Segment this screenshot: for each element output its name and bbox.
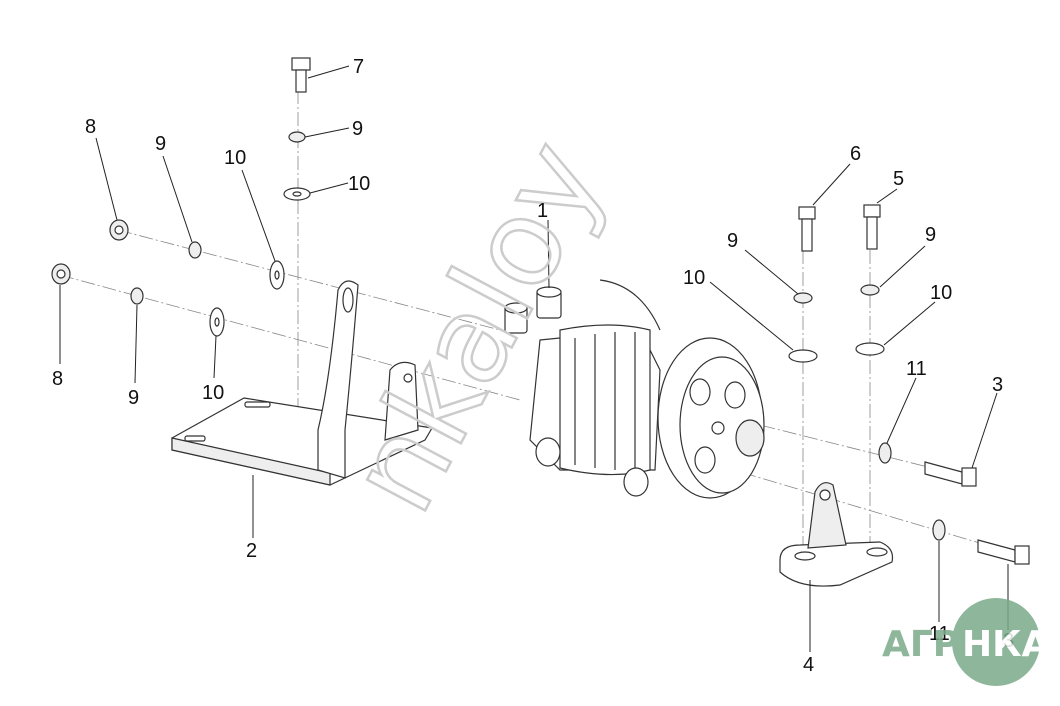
callout-10: 10: [683, 267, 705, 289]
callout-8: 8: [52, 368, 63, 390]
callout-1: 1: [537, 200, 548, 222]
callout-7: 7: [353, 56, 364, 78]
callouts: 7 9 10 8 9 10 8 9 10 2 1 6 5 9 9 10 10 1…: [52, 56, 1014, 676]
callout-10: 10: [202, 382, 224, 404]
compressor: [504, 279, 765, 499]
base-bracket: [171, 280, 433, 486]
bolt-7-head: [291, 57, 311, 71]
callout-5: 5: [893, 168, 904, 190]
callout-9: 9: [352, 118, 363, 140]
callout-10: 10: [224, 147, 246, 169]
logo-right-text: НКА: [962, 624, 1050, 665]
bolt-7-shank: [295, 69, 307, 93]
callout-9: 9: [128, 387, 139, 409]
callout-9: 9: [925, 224, 936, 246]
callout-9: 9: [155, 133, 166, 155]
compressor-ribs: [574, 332, 636, 470]
callout-6: 6: [850, 143, 861, 165]
callout-10: 10: [930, 282, 952, 304]
leader-lines: [59, 65, 1009, 652]
callout-4: 4: [803, 654, 814, 676]
callout-11: 11: [906, 358, 927, 380]
fasteners: [51, 57, 1030, 565]
callout-10: 10: [348, 173, 370, 195]
callout-2: 2: [246, 540, 257, 562]
callout-3: 3: [992, 374, 1003, 396]
callout-11: 11: [929, 623, 950, 645]
callout-9: 9: [727, 230, 738, 252]
logo-left-text: АГРО: [882, 624, 990, 665]
agronka-logo: АГРО НКА: [882, 598, 1050, 686]
callout-8: 8: [85, 116, 96, 138]
support-bracket: [779, 482, 894, 587]
